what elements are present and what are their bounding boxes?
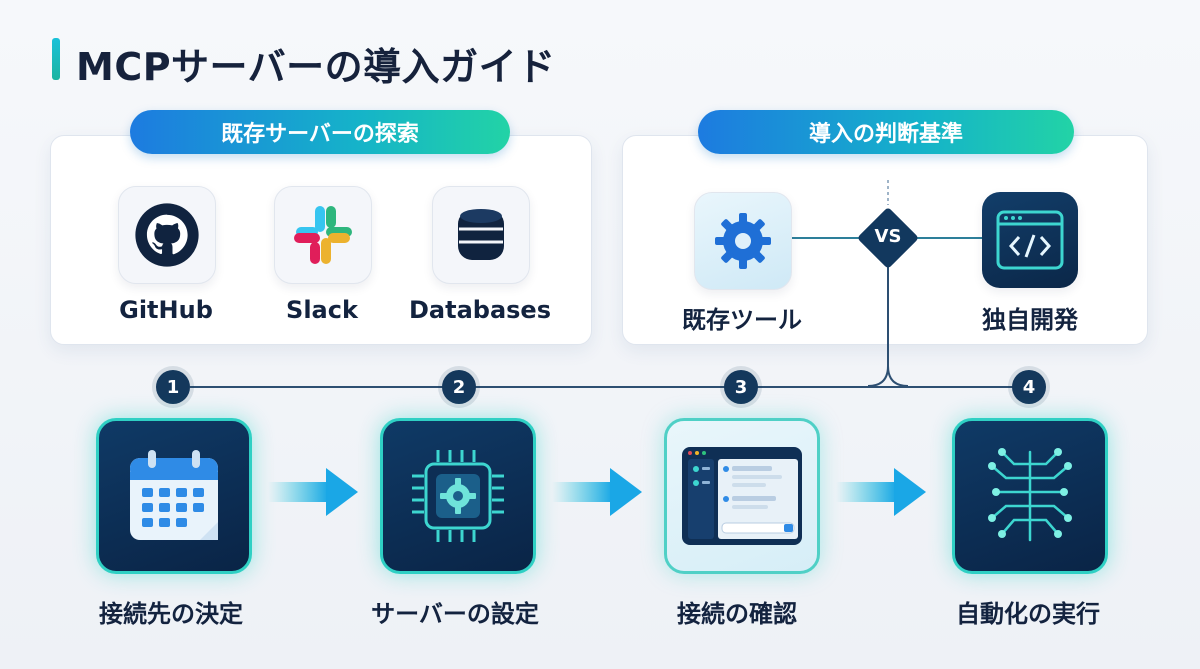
chip-gear-icon	[412, 450, 504, 542]
databases-tile	[432, 186, 530, 284]
explore-header: 既存サーバーの探索	[130, 110, 510, 154]
circuit-icon	[988, 448, 1072, 542]
custom-dev-label: 独自開発	[982, 306, 1078, 334]
existing-tool-label: 既存ツール	[682, 306, 802, 334]
arrow-icon	[268, 468, 358, 516]
vs-label: VS	[874, 226, 902, 247]
page-title: MCPサーバーの導入ガイド	[76, 45, 556, 89]
slack-label: Slack	[286, 296, 358, 324]
existing-tool-tile	[694, 192, 792, 290]
database-icon	[458, 209, 504, 260]
step-number-3: 3	[724, 370, 758, 404]
calendar-icon	[130, 450, 218, 540]
step-1-label: 接続先の決定	[99, 600, 243, 628]
steps-timeline	[190, 386, 1020, 388]
arrow-icon	[552, 468, 642, 516]
step-2-box	[380, 418, 536, 574]
step-4-box	[952, 418, 1108, 574]
step-2-label: サーバーの設定	[371, 600, 539, 628]
title-accent-bar	[52, 38, 60, 80]
step-number-2: 2	[442, 370, 476, 404]
criteria-header: 導入の判断基準	[698, 110, 1074, 154]
github-label: GitHub	[119, 296, 213, 324]
slack-icon	[294, 206, 352, 264]
step-number-1: 1	[156, 370, 190, 404]
gear-icon	[715, 213, 771, 269]
slack-tile	[274, 186, 372, 284]
github-icon	[135, 203, 199, 267]
custom-dev-tile	[982, 192, 1078, 288]
chat-window-icon	[682, 447, 802, 545]
step-number-4: 4	[1012, 370, 1046, 404]
code-window-icon	[996, 210, 1064, 270]
databases-label: Databases	[408, 296, 551, 324]
arrow-icon	[836, 468, 926, 516]
step-1-box	[96, 418, 252, 574]
step-3-box	[664, 418, 820, 574]
step-4-label: 自動化の実行	[956, 600, 1100, 628]
github-tile	[118, 186, 216, 284]
step-3-label: 接続の確認	[677, 600, 797, 628]
